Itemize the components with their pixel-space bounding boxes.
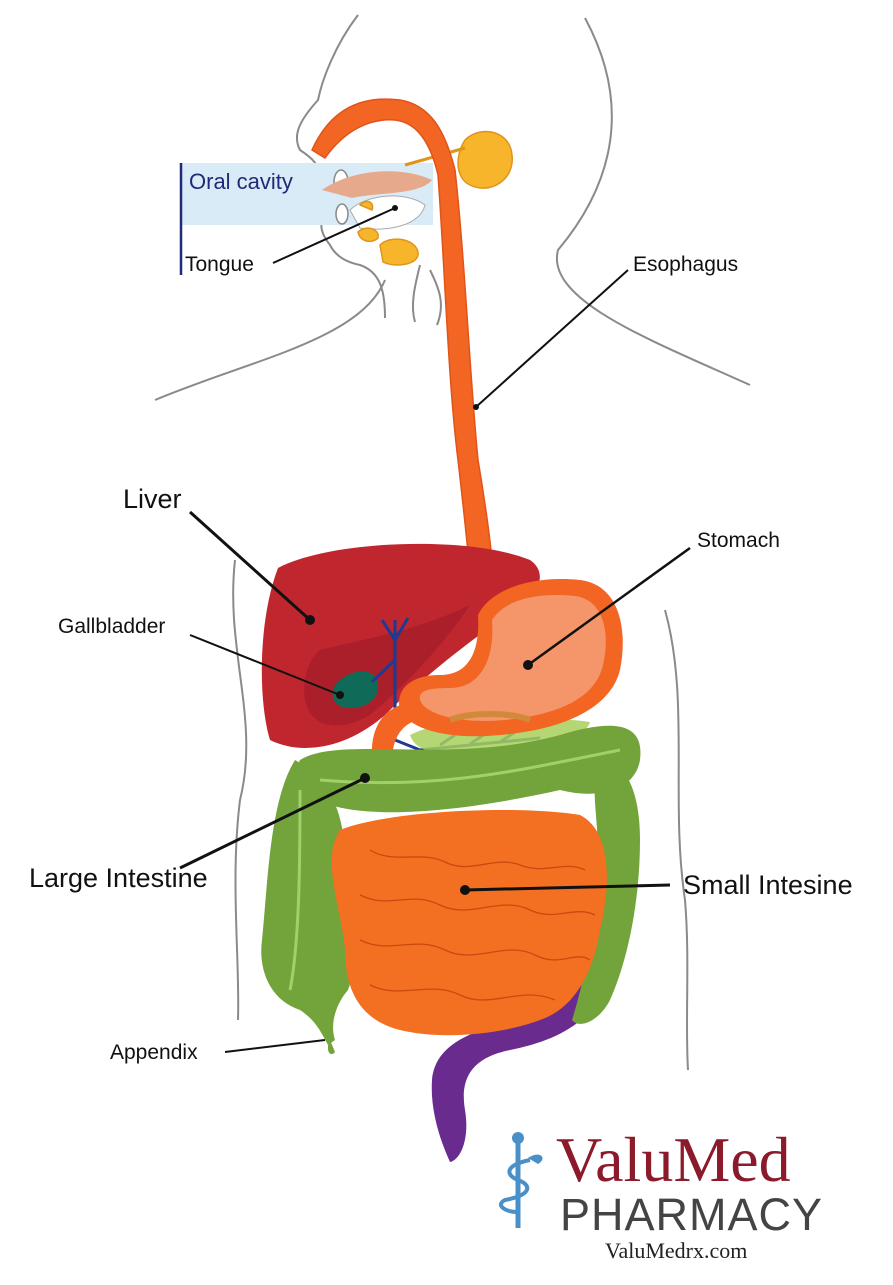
label-gallbladder: Gallbladder — [58, 615, 166, 638]
serpent-head — [528, 1154, 543, 1164]
duodenum — [371, 700, 425, 762]
small-intestine-shape — [331, 810, 607, 1036]
appendix-shape — [327, 1040, 335, 1055]
label-small-intestine: Small Intesine — [683, 870, 853, 900]
left-torso — [232, 559, 248, 1021]
fold-3 — [359, 939, 591, 961]
right-torso — [664, 609, 689, 1071]
stomach-rugae — [448, 711, 532, 723]
small-intestine-leader — [464, 883, 671, 892]
cystic-duct — [370, 658, 397, 684]
label-stomach: Stomach — [697, 529, 780, 552]
salivary-glands — [357, 130, 513, 266]
throat-line — [411, 264, 421, 323]
transverse-colon — [296, 725, 641, 813]
brand-subtitle: PHARMACY — [560, 1189, 824, 1240]
stomach-leader — [527, 546, 691, 667]
liver-dot — [305, 615, 315, 625]
fold-1 — [369, 849, 586, 871]
brand-name: ValuMed — [556, 1124, 791, 1195]
label-appendix: Appendix — [110, 1041, 198, 1064]
tongue-leader — [272, 207, 396, 264]
label-oral-cavity: Oral cavity — [189, 169, 293, 194]
liver-leader — [188, 510, 312, 622]
stomach-inner — [419, 595, 606, 721]
left-shoulder — [154, 279, 386, 401]
leader-lines — [179, 207, 691, 1053]
right-shoulder — [555, 17, 751, 386]
esophagus-dot — [473, 404, 479, 410]
caduceus-icon — [498, 1132, 543, 1228]
fold-4 — [369, 984, 556, 1001]
large-intestine-leader — [179, 776, 366, 870]
small-intestine-dot — [460, 885, 470, 895]
tongue-dot — [392, 205, 398, 211]
larynx-line — [429, 269, 442, 326]
palate — [322, 171, 432, 198]
sublingual-gland — [357, 227, 379, 243]
minor-gland — [358, 200, 374, 211]
label-liver: Liver — [123, 484, 182, 514]
hepatic-duct-right — [393, 617, 410, 641]
fold-2 — [359, 894, 596, 916]
label-large-intestine: Large Intestine — [29, 863, 208, 893]
large-intestine-dot — [360, 773, 370, 783]
hepatic-duct-left — [380, 619, 397, 641]
appendix-leader — [224, 1039, 326, 1053]
serpent — [498, 1158, 531, 1214]
brand-url: ValuMedrx.com — [605, 1238, 748, 1263]
esophagus-leader — [475, 269, 629, 408]
ascending-colon — [261, 760, 354, 1045]
staff-top — [512, 1132, 524, 1144]
small-intestine-folds — [359, 849, 596, 1001]
stomach-dot — [523, 660, 533, 670]
gallbladder-leader — [189, 634, 341, 696]
parotid-gland — [457, 130, 513, 189]
label-tongue: Tongue — [185, 253, 254, 276]
lower-tooth — [335, 203, 349, 225]
submandibular-gland — [379, 238, 419, 266]
label-esophagus: Esophagus — [633, 253, 739, 276]
gallbladder-dot — [336, 691, 344, 699]
gallbladder-shape — [332, 671, 379, 709]
leader-dots — [305, 205, 533, 895]
body-outline — [154, 14, 751, 1071]
